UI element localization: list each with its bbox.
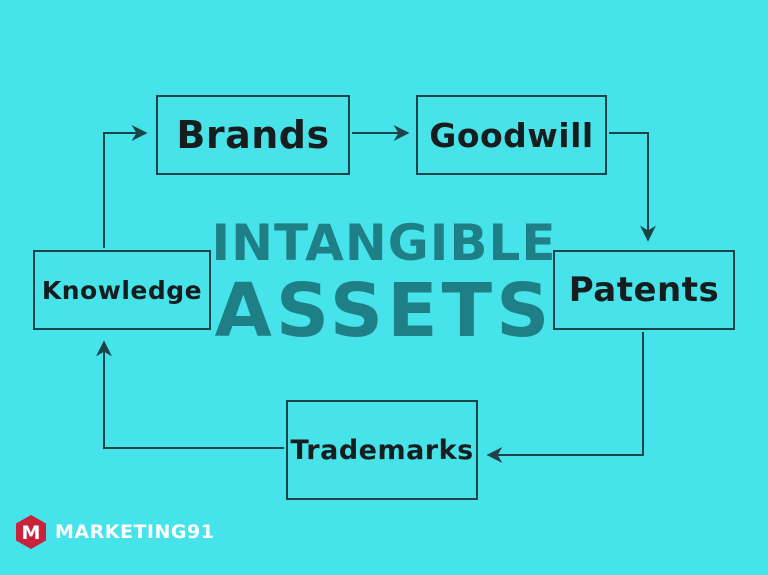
node-knowledge: Knowledge [33, 250, 211, 330]
arrow-trademarks-to-knowledge [96, 340, 284, 449]
node-goodwill: Goodwill [416, 95, 607, 175]
arrow-knowledge-to-brands [103, 125, 148, 248]
logo-hexagon-icon: M [16, 515, 46, 549]
center-title: INTANGIBLE ASSETS [200, 218, 568, 348]
node-patents: Patents [553, 250, 735, 330]
arrow-goodwill-to-patents [609, 132, 656, 242]
center-title-line1: INTANGIBLE [211, 214, 557, 272]
arrow-patents-to-trademarks [486, 332, 644, 463]
brand-logo: M MARKETING91 [13, 514, 214, 550]
logo-letter: M [22, 522, 41, 544]
logo-text: MARKETING91 [55, 521, 215, 543]
node-trademarks: Trademarks [286, 400, 478, 500]
center-title-line2: ASSETS [214, 268, 554, 354]
node-brands: Brands [156, 95, 350, 175]
